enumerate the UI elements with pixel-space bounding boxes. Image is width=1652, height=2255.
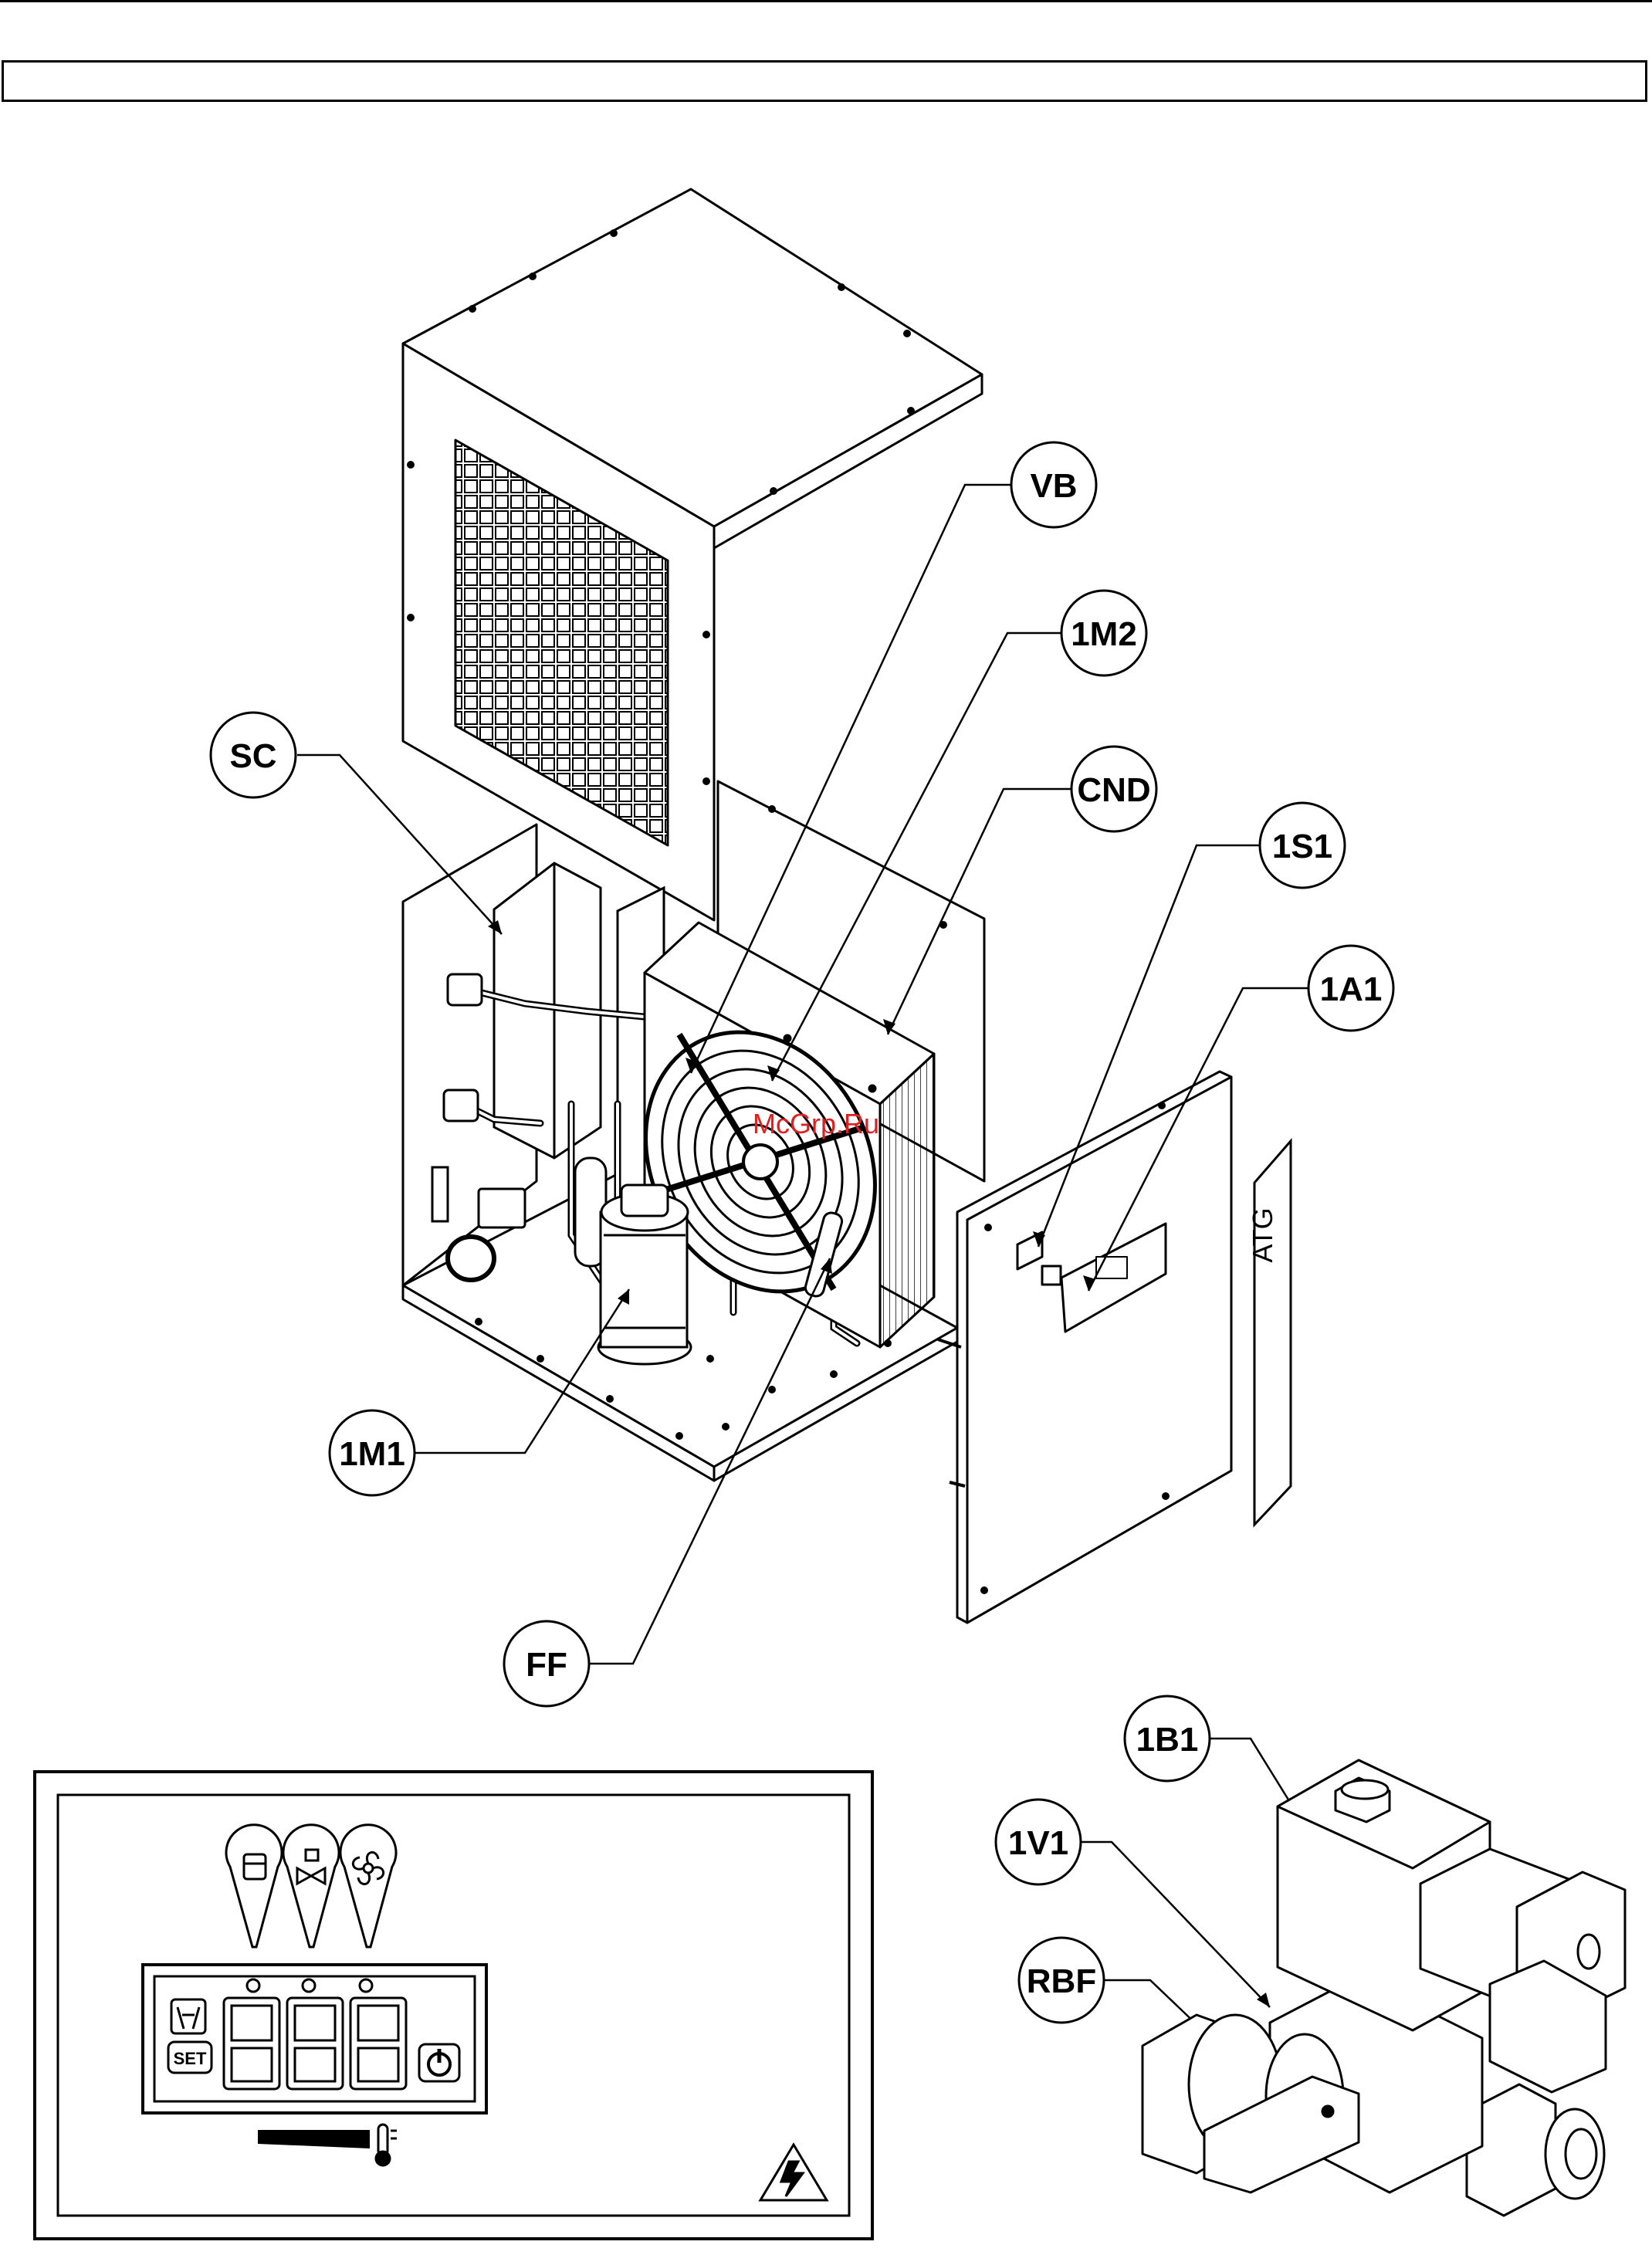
callout-1v1: 1V1 bbox=[996, 1800, 1081, 1884]
callout-1m2-label: 1M2 bbox=[1071, 615, 1137, 653]
callout-1v1-label: 1V1 bbox=[1008, 1824, 1068, 1862]
callout-rbf: RBF bbox=[1019, 1938, 1104, 2023]
compressor-1m1 bbox=[598, 1185, 691, 1364]
side-strip: ATG bbox=[1247, 1141, 1291, 1525]
led-2 bbox=[303, 1979, 315, 1992]
callout-vb: VB bbox=[1011, 442, 1096, 527]
thermometer-icon bbox=[376, 2125, 397, 2165]
callout-ff: FF bbox=[504, 1621, 589, 1706]
dryer-mode-button bbox=[171, 1999, 205, 2033]
callout-1b1-label: 1B1 bbox=[1136, 1721, 1199, 1759]
callout-vb-label: VB bbox=[1030, 467, 1077, 505]
callout-1m1: 1M1 bbox=[330, 1410, 415, 1495]
callout-1m1-label: 1M1 bbox=[339, 1435, 405, 1473]
dewpoint-bar bbox=[259, 2131, 369, 2148]
callout-rbf-label: RBF bbox=[1027, 1962, 1096, 2000]
callout-cnd-label: CND bbox=[1077, 771, 1150, 809]
controller-detail: SET bbox=[35, 1772, 872, 2239]
compressor-indicator-icon bbox=[226, 1825, 282, 1947]
callout-1a1-label: 1A1 bbox=[1320, 970, 1383, 1008]
callout-1m2: 1M2 bbox=[1061, 591, 1146, 675]
seven-segment-display bbox=[224, 1998, 406, 2089]
callout-1s1: 1S1 bbox=[1260, 803, 1345, 888]
top-cover bbox=[403, 189, 982, 920]
led-1 bbox=[247, 1979, 259, 1992]
high-voltage-warning-icon bbox=[760, 2145, 827, 2200]
callout-1a1: 1A1 bbox=[1308, 946, 1393, 1031]
callout-1b1: 1B1 bbox=[1125, 1696, 1210, 1781]
fan-indicator-icon bbox=[340, 1825, 396, 1947]
callout-sc: SC bbox=[211, 713, 296, 797]
callout-cnd: CND bbox=[1071, 747, 1156, 831]
side-strip-text: ATG bbox=[1247, 1207, 1278, 1262]
valve-indicator-icon bbox=[283, 1825, 339, 1947]
solenoid-valve-assembly bbox=[1143, 1760, 1625, 2216]
watermark: McGrp.Ru bbox=[753, 1108, 879, 1139]
callout-sc-label: SC bbox=[229, 737, 276, 775]
callout-1s1-label: 1S1 bbox=[1272, 828, 1332, 865]
callout-ff-label: FF bbox=[526, 1646, 567, 1684]
set-button-label: SET bbox=[174, 2049, 207, 2068]
led-3 bbox=[360, 1979, 372, 1992]
